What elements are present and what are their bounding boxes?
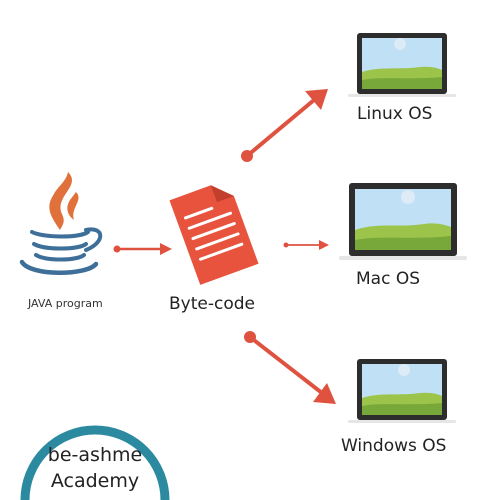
laptop-icon — [348, 359, 456, 423]
brand-logo: be-ashme Academy — [25, 442, 165, 494]
mac-os-label: Mac OS — [356, 269, 421, 289]
java-program-label: JAVA program — [28, 297, 103, 310]
arrow-java-to-bytecode — [113, 243, 172, 255]
arrow-bytecode-to-windows — [244, 331, 336, 404]
java-logo-icon — [19, 172, 103, 275]
brand-line-2: Academy — [50, 470, 140, 492]
laptop-icon — [339, 183, 467, 260]
brand-ring — [20, 425, 170, 500]
laptop-icon — [348, 33, 456, 97]
document-icon — [169, 185, 259, 285]
bytecode-label: Byte-code — [169, 294, 255, 314]
brand-line-1: be-ashme — [47, 444, 143, 466]
linux-os-label: Linux OS — [357, 104, 433, 124]
arrow-bytecode-to-mac — [283, 240, 329, 250]
windows-os-label: Windows OS — [341, 436, 447, 456]
arrow-bytecode-to-linux — [241, 89, 328, 162]
